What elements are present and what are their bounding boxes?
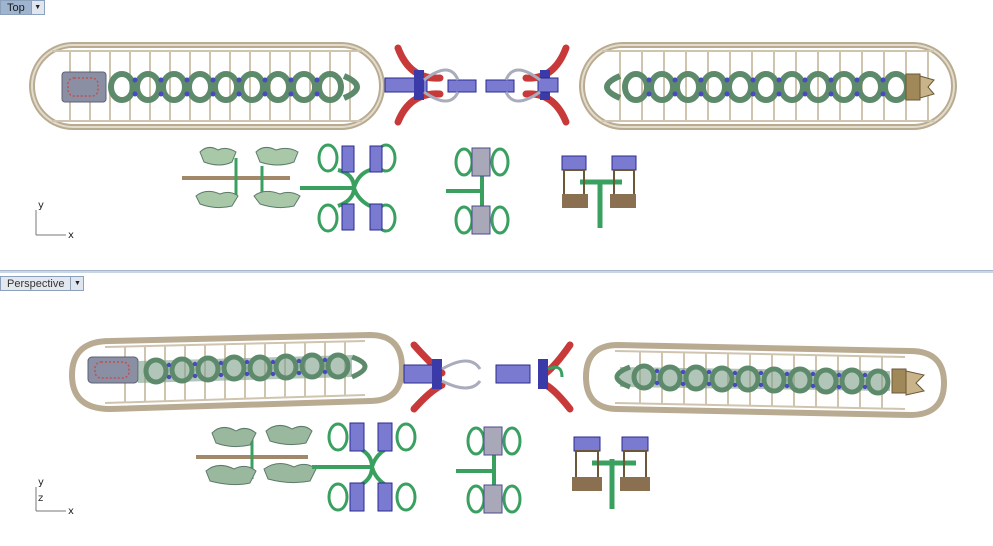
bracelet-frame-right[interactable] [579, 42, 957, 130]
axis-y-label: y [38, 477, 44, 488]
axis-gizmo-icon: y z x [35, 477, 74, 517]
component-group-1-persp[interactable] [196, 425, 317, 486]
chain-right[interactable] [604, 71, 935, 103]
viewport-splitter[interactable] [0, 270, 993, 273]
clasp-assembly-persp[interactable] [403, 341, 574, 413]
component-group-1[interactable] [182, 146, 301, 209]
chain-left-persp[interactable] [87, 352, 368, 385]
perspective-viewport-tab[interactable]: Perspective ▼ [0, 276, 85, 291]
perspective-viewport-scene[interactable]: y z x [0, 273, 993, 546]
top-viewport[interactable]: y x Top ▼ [0, 0, 993, 270]
component-group-4[interactable] [561, 155, 637, 228]
dropdown-arrow-icon[interactable]: ▼ [30, 0, 45, 15]
perspective-viewport-title[interactable]: Perspective [0, 276, 71, 291]
component-group-3-persp[interactable] [456, 426, 522, 514]
dropdown-arrow-icon[interactable]: ▼ [70, 276, 85, 291]
axis-gizmo-icon: y x [35, 200, 74, 241]
chain-left[interactable] [61, 71, 360, 103]
component-group-3[interactable] [446, 147, 510, 235]
clasp-assembly[interactable] [384, 44, 570, 126]
axis-z-label: z [38, 493, 43, 504]
axis-x-label: x [68, 230, 74, 241]
top-viewport-scene[interactable]: y x [0, 0, 993, 270]
axis-x-label: x [68, 506, 74, 517]
perspective-viewport[interactable]: y z x Perspective ▼ [0, 273, 993, 546]
component-group-2-persp[interactable] [312, 422, 417, 512]
top-viewport-title[interactable]: Top [0, 0, 31, 15]
bracelet-frame-left-persp[interactable] [68, 331, 406, 413]
component-group-4-persp[interactable] [572, 436, 650, 509]
component-group-2[interactable] [300, 143, 397, 233]
top-viewport-tab[interactable]: Top ▼ [0, 0, 45, 15]
chain-right-persp[interactable] [614, 363, 925, 396]
axis-y-label: y [38, 200, 44, 211]
